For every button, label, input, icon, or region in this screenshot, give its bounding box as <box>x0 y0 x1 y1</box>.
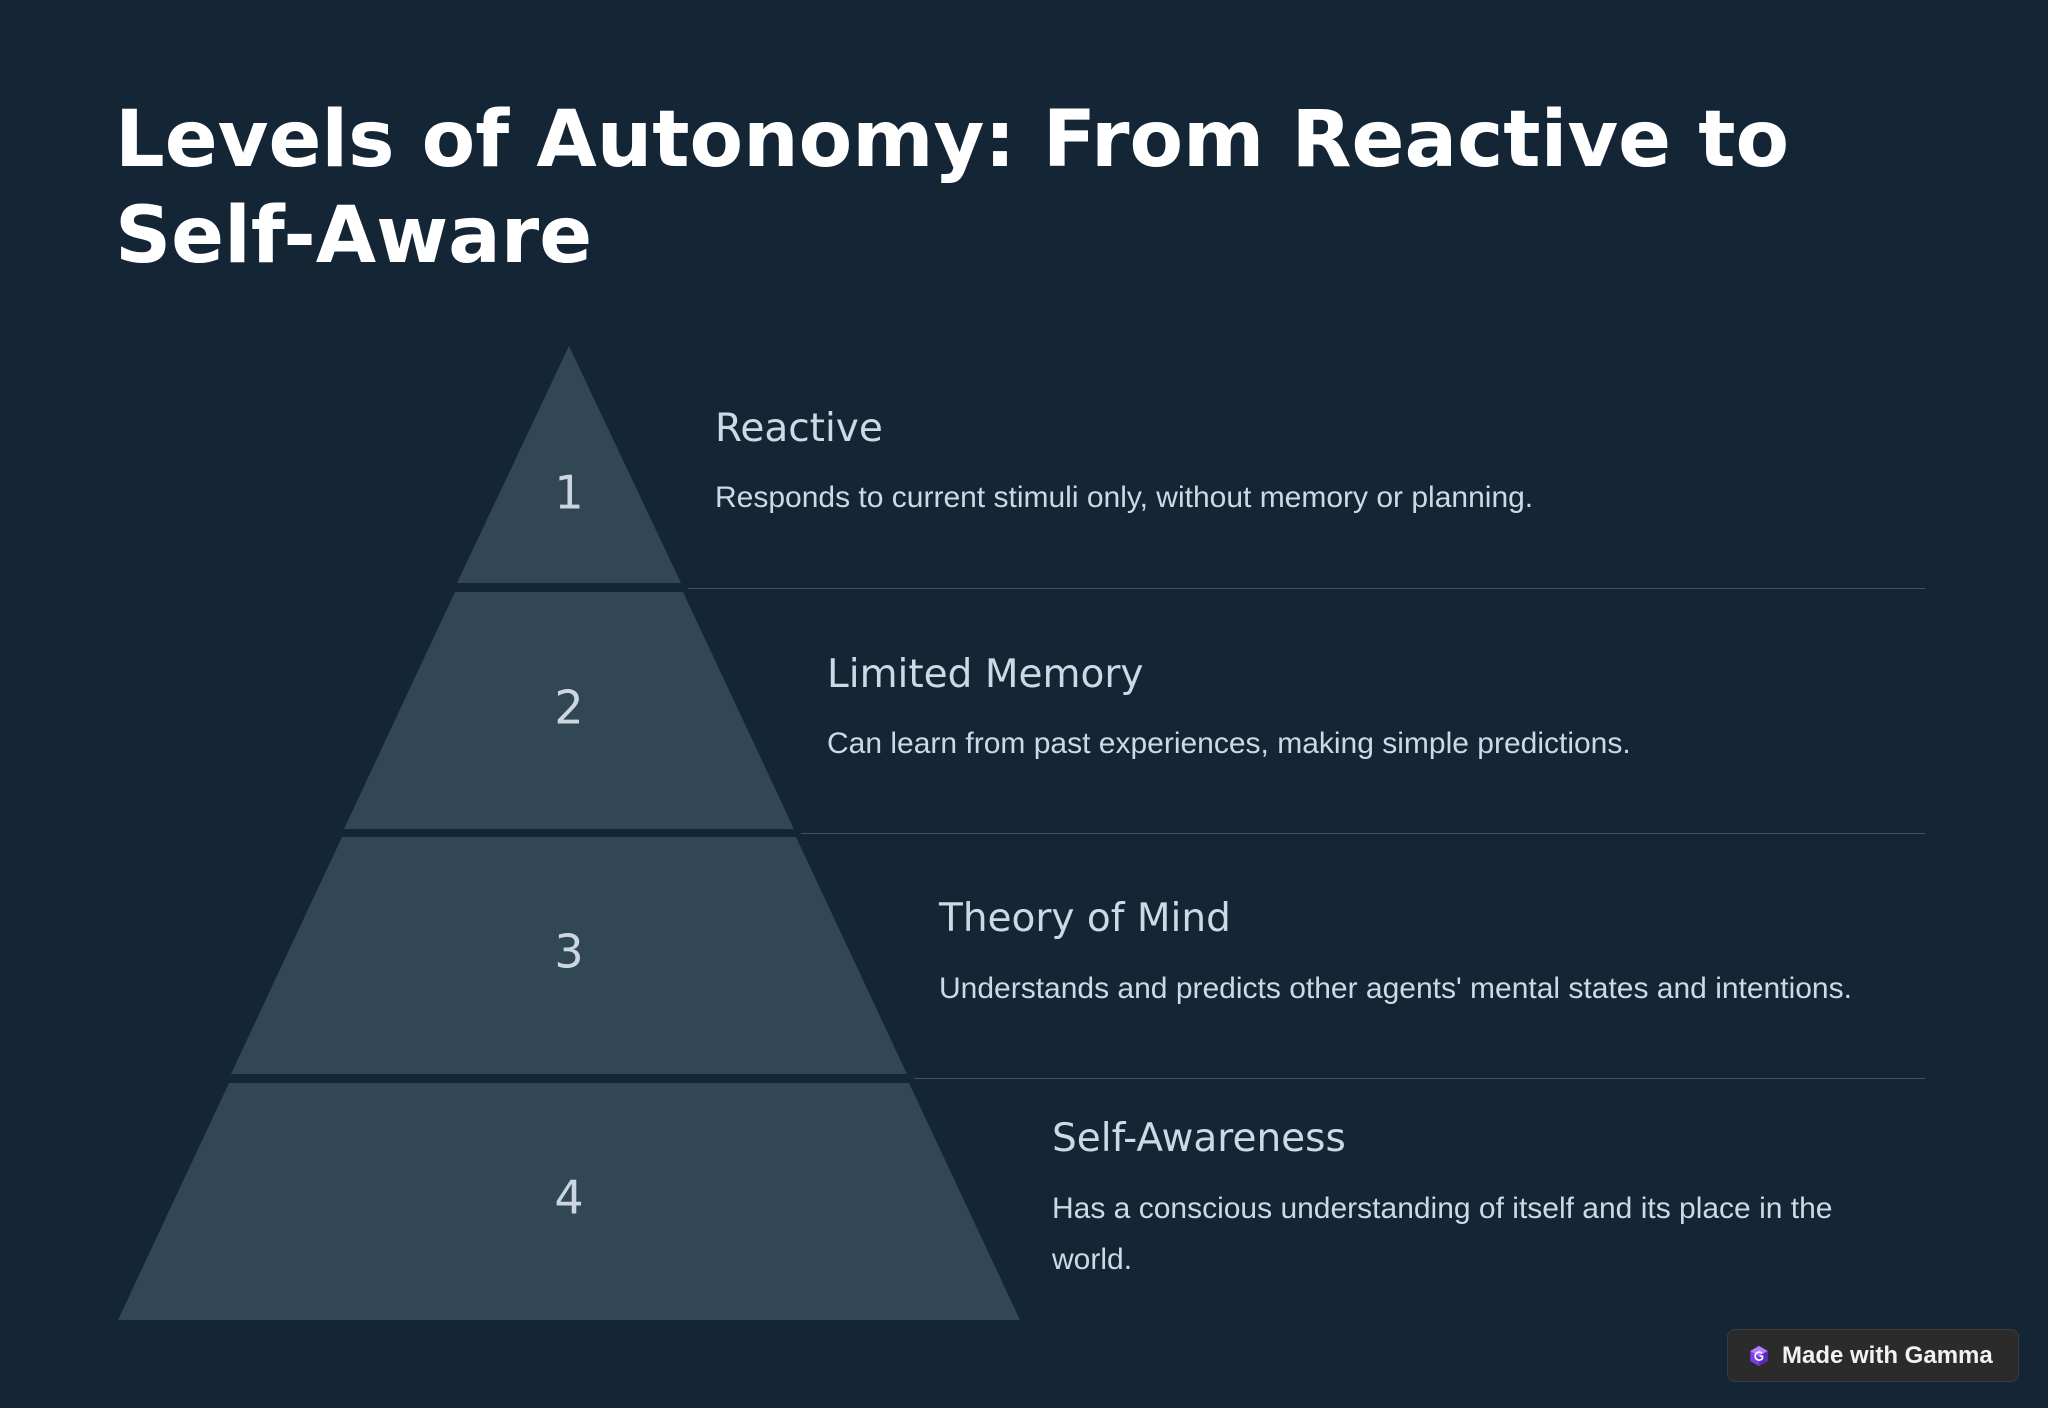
level-2-heading: Limited Memory <box>827 652 1144 697</box>
level-1-heading: Reactive <box>715 406 883 451</box>
tier-number-1: 1 <box>554 466 583 520</box>
pyramid-tier-2 <box>344 592 794 829</box>
divider-2 <box>801 833 1925 834</box>
made-with-gamma-badge[interactable]: Made with Gamma <box>1727 1329 2019 1382</box>
badge-label: Made with Gamma <box>1782 1341 1993 1369</box>
divider-3 <box>914 1078 1925 1079</box>
gamma-logo-icon <box>1750 1345 1768 1366</box>
pyramid-tier-3 <box>231 837 907 1074</box>
tier-number-4: 4 <box>554 1171 583 1225</box>
tier-number-3: 3 <box>554 925 583 979</box>
level-4-heading: Self-Awareness <box>1052 1116 1346 1161</box>
level-3-description: Understands and predicts other agents' m… <box>939 972 1852 1005</box>
slide-title: Levels of Autonomy: From Reactive to Sel… <box>115 95 1790 281</box>
tier-number-2: 2 <box>554 681 583 735</box>
level-4-description: Has a conscious understanding of itself … <box>1052 1192 1833 1276</box>
level-3-heading: Theory of Mind <box>939 896 1231 941</box>
pyramid-tier-4 <box>118 1083 1020 1320</box>
level-1-description: Responds to current stimuli only, withou… <box>715 481 1534 514</box>
divider-1 <box>688 588 1925 589</box>
level-2-description: Can learn from past experiences, making … <box>827 727 1631 760</box>
pyramid-tier-1 <box>457 346 681 583</box>
